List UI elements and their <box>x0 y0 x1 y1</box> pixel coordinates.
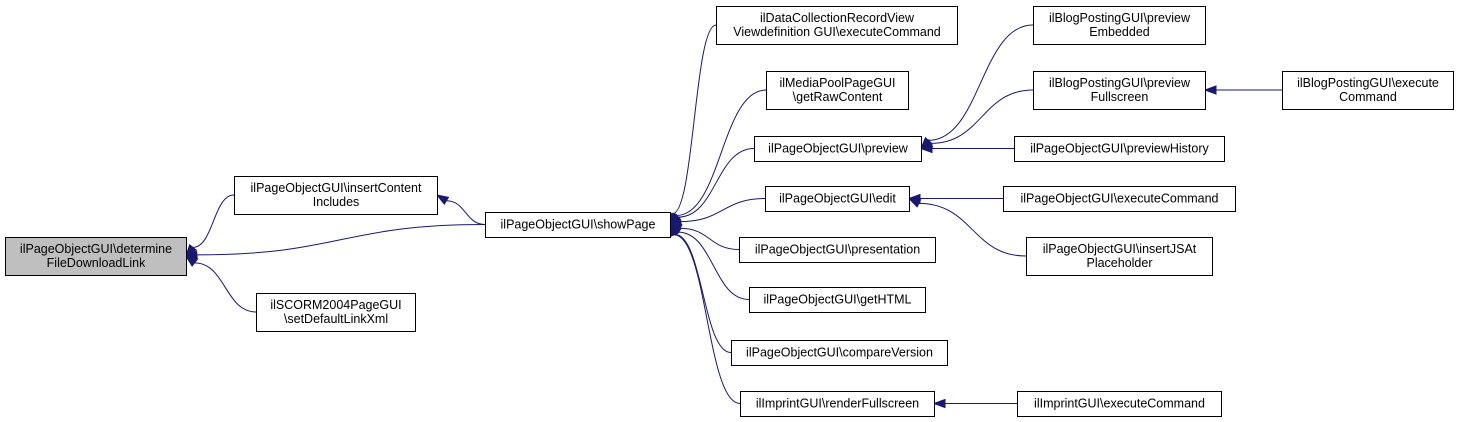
edge-mediaPool-to-showPage <box>676 89 767 217</box>
node-box-showPage[interactable] <box>485 212 671 238</box>
node-label-dataCollection-line-1: Viewdefinition GUI\executeCommand <box>733 25 941 39</box>
node-label-dataCollection-line-0: ilDataCollectionRecordView <box>760 11 915 25</box>
node-compareVersion[interactable]: ilPageObjectGUI\compareVersion <box>731 340 948 366</box>
node-box-insertContent[interactable] <box>234 176 438 215</box>
node-label-showPage-line-0: ilPageObjectGUI\showPage <box>501 218 656 232</box>
node-blogExecute[interactable]: ilBlogPostingGUI\executeCommand <box>1282 71 1454 110</box>
node-box-presentation[interactable] <box>739 237 936 263</box>
node-box-preview[interactable] <box>754 136 922 162</box>
node-label-blogFullscreen-line-1: Fullscreen <box>1091 90 1149 104</box>
node-previewHistory[interactable]: ilPageObjectGUI\previewHistory <box>1014 136 1225 162</box>
node-box-compareVersion[interactable] <box>731 340 948 366</box>
arrowhead-blogExecute-to-blogFullscreen <box>1203 85 1217 95</box>
node-label-determine-line-0: ilPageObjectGUI\determine <box>20 242 172 256</box>
edge-scorm-to-determine <box>194 262 257 313</box>
node-imprintExecute[interactable]: ilImprintGUI\executeCommand <box>1017 391 1222 417</box>
arrowhead-insertContent-to-determine <box>185 244 197 258</box>
node-label-blogExecute-line-0: ilBlogPostingGUI\execute <box>1297 76 1439 90</box>
arrowhead-previewHistory-to-preview <box>919 143 933 154</box>
node-label-compareVersion-line-0: ilPageObjectGUI\compareVersion <box>746 346 933 360</box>
node-label-presentation-line-0: ilPageObjectGUI\presentation <box>755 243 920 257</box>
edge-dataCollection-to-showPage <box>672 24 717 215</box>
node-box-imprintExecute[interactable] <box>1017 391 1222 417</box>
node-label-determine-line-1: FileDownloadLink <box>47 256 146 270</box>
node-label-blogExecute-line-1: Command <box>1339 90 1397 104</box>
node-box-determine <box>5 237 187 276</box>
arrowhead-imprintExecute-to-imprintRender <box>932 398 946 409</box>
node-label-previewHistory-line-0: ilPageObjectGUI\previewHistory <box>1030 142 1209 156</box>
node-imprintRender[interactable]: ilImprintGUI\renderFullscreen <box>740 391 935 417</box>
node-preview[interactable]: ilPageObjectGUI\preview <box>754 136 922 162</box>
node-label-insertJS-line-1: Placeholder <box>1086 256 1152 270</box>
node-determine: ilPageObjectGUI\determineFileDownloadLin… <box>5 237 187 276</box>
node-label-imprintRender-line-0: ilImprintGUI\renderFullscreen <box>756 397 919 411</box>
arrowhead-insertJS-to-edit <box>907 197 922 208</box>
node-label-blogFullscreen-line-0: ilBlogPostingGUI\preview <box>1049 76 1191 90</box>
node-label-insertContent-line-0: ilPageObjectGUI\insertContent <box>251 181 422 195</box>
node-label-scorm-line-0: ilSCORM2004PageGUI <box>270 298 401 312</box>
node-box-getHTML[interactable] <box>749 287 926 313</box>
edge-showPage-to-insertContent <box>446 200 486 225</box>
nodes-layer: ilPageObjectGUI\determineFileDownloadLin… <box>5 6 1454 417</box>
node-label-getHTML-line-0: ilPageObjectGUI\getHTML <box>764 293 912 307</box>
node-box-blogFullscreen[interactable] <box>1033 71 1206 110</box>
node-box-previewHistory[interactable] <box>1014 136 1225 162</box>
node-label-insertJS-line-0: ilPageObjectGUI\insertJSAt <box>1043 242 1197 256</box>
node-label-edit-line-0: ilPageObjectGUI\edit <box>779 192 896 206</box>
arrowhead-showPage-to-insertContent <box>435 194 450 206</box>
edge-presentation-to-showPage <box>680 227 740 250</box>
arrowhead-scorm-to-determine <box>184 255 198 267</box>
node-label-scorm-line-1: \setDefaultLinkXml <box>284 312 388 326</box>
node-label-mediaPool-line-1: \getRawContent <box>793 90 883 104</box>
node-box-insertJS[interactable] <box>1026 237 1213 276</box>
node-box-imprintRender[interactable] <box>740 391 935 417</box>
node-label-insertContent-line-1: Includes <box>313 195 360 209</box>
node-label-executeCommand-line-0: ilPageObjectGUI\executeCommand <box>1020 192 1218 206</box>
node-edit[interactable]: ilPageObjectGUI\edit <box>765 186 910 212</box>
node-label-blogEmbedded-line-1: Embedded <box>1089 25 1150 39</box>
node-executeCommand[interactable]: ilPageObjectGUI\executeCommand <box>1003 186 1236 212</box>
edge-imprintRender-to-showPage <box>673 234 741 404</box>
edge-preview-to-showPage <box>678 148 755 218</box>
node-scorm[interactable]: ilSCORM2004PageGUI\setDefaultLinkXml <box>256 293 416 332</box>
node-label-preview-line-0: ilPageObjectGUI\preview <box>768 142 909 156</box>
edge-compareVersion-to-showPage <box>674 233 732 353</box>
edge-blogEmbedded-to-preview <box>928 24 1034 141</box>
edge-blogFullscreen-to-preview <box>930 89 1034 144</box>
node-label-imprintExecute-line-0: ilImprintGUI\executeCommand <box>1034 397 1205 411</box>
edge-getHTML-to-showPage <box>677 231 750 300</box>
node-box-blogEmbedded[interactable] <box>1033 6 1206 45</box>
edge-insertContent-to-determine <box>192 194 235 248</box>
node-label-mediaPool-line-0: ilMediaPoolPageGUI <box>779 76 895 90</box>
node-box-scorm[interactable] <box>256 293 416 332</box>
node-box-blogExecute[interactable] <box>1282 71 1454 110</box>
node-dataCollection[interactable]: ilDataCollectionRecordViewViewdefinition… <box>716 6 958 45</box>
node-getHTML[interactable]: ilPageObjectGUI\getHTML <box>749 287 926 313</box>
node-box-mediaPool[interactable] <box>766 71 909 110</box>
node-showPage[interactable]: ilPageObjectGUI\showPage <box>485 212 671 238</box>
edge-insertJS-to-edit <box>918 202 1027 257</box>
node-box-dataCollection[interactable] <box>716 6 958 45</box>
node-box-edit[interactable] <box>765 186 910 212</box>
node-presentation[interactable]: ilPageObjectGUI\presentation <box>739 237 936 263</box>
edge-showPage-to-determine <box>196 224 486 256</box>
edge-edit-to-showPage <box>680 198 766 223</box>
node-label-blogEmbedded-line-0: ilBlogPostingGUI\preview <box>1049 11 1191 25</box>
node-mediaPool[interactable]: ilMediaPoolPageGUI\getRawContent <box>766 71 909 110</box>
node-box-executeCommand[interactable] <box>1003 186 1236 212</box>
